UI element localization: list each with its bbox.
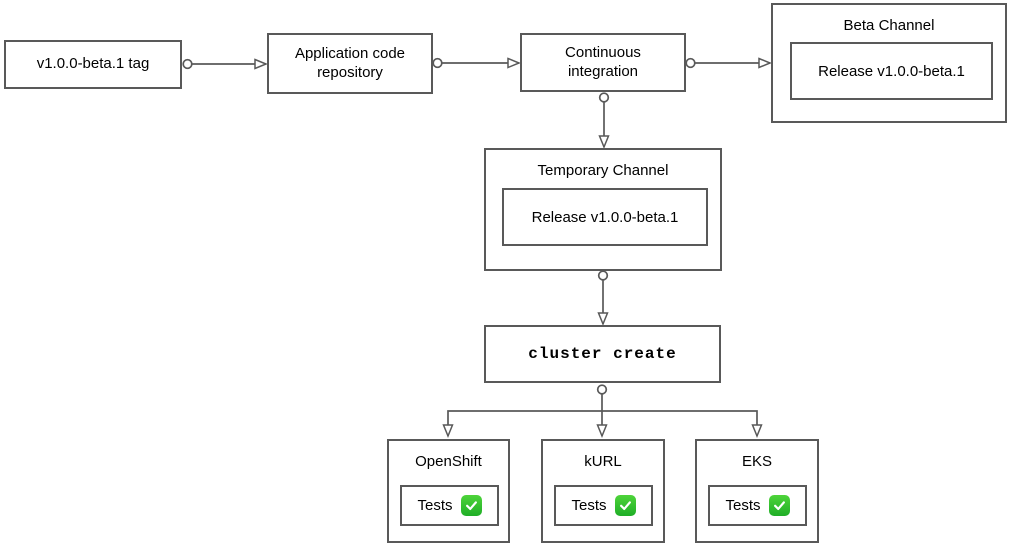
node-app-repo-label: Application code repository bbox=[294, 44, 406, 81]
kurl-title: kURL bbox=[584, 453, 622, 470]
cluster-create-label: cluster create bbox=[528, 345, 677, 363]
eks-tests-box: Tests bbox=[708, 485, 807, 526]
node-continuous-integration: Continuous integration bbox=[520, 33, 686, 92]
node-app-repo: Application code repository bbox=[267, 33, 433, 94]
openshift-tests-box: Tests bbox=[400, 485, 499, 526]
eks-title: EKS bbox=[741, 453, 772, 470]
node-eks: EKS Tests bbox=[695, 439, 819, 543]
eks-tests-label: Tests bbox=[725, 497, 761, 514]
node-version-tag-label: v1.0.0-beta.1 tag bbox=[36, 55, 150, 73]
openshift-title: OpenShift bbox=[415, 453, 482, 470]
temporary-channel-title: Temporary Channel bbox=[537, 162, 669, 179]
temporary-channel-release-box: Release v1.0.0-beta.1 bbox=[502, 188, 708, 246]
check-mark-icon bbox=[614, 495, 636, 516]
node-beta-channel: Beta Channel Release v1.0.0-beta.1 bbox=[771, 3, 1007, 123]
beta-channel-title: Beta Channel bbox=[843, 17, 935, 34]
check-mark-icon bbox=[460, 495, 482, 516]
openshift-tests-label: Tests bbox=[417, 497, 453, 514]
temporary-channel-release-label: Release v1.0.0-beta.1 bbox=[531, 208, 679, 226]
beta-channel-release-label: Release v1.0.0-beta.1 bbox=[818, 62, 965, 80]
node-cluster-create: cluster create bbox=[484, 325, 721, 383]
node-version-tag: v1.0.0-beta.1 tag bbox=[4, 40, 182, 89]
node-continuous-integration-label: Continuous integration bbox=[565, 43, 641, 80]
beta-channel-release-box: Release v1.0.0-beta.1 bbox=[790, 42, 993, 100]
check-mark-icon bbox=[768, 495, 790, 516]
kurl-tests-box: Tests bbox=[554, 485, 653, 526]
node-temporary-channel: Temporary Channel Release v1.0.0-beta.1 bbox=[484, 148, 722, 271]
node-openshift: OpenShift Tests bbox=[387, 439, 510, 543]
node-kurl: kURL Tests bbox=[541, 439, 665, 543]
kurl-tests-label: Tests bbox=[571, 497, 607, 514]
